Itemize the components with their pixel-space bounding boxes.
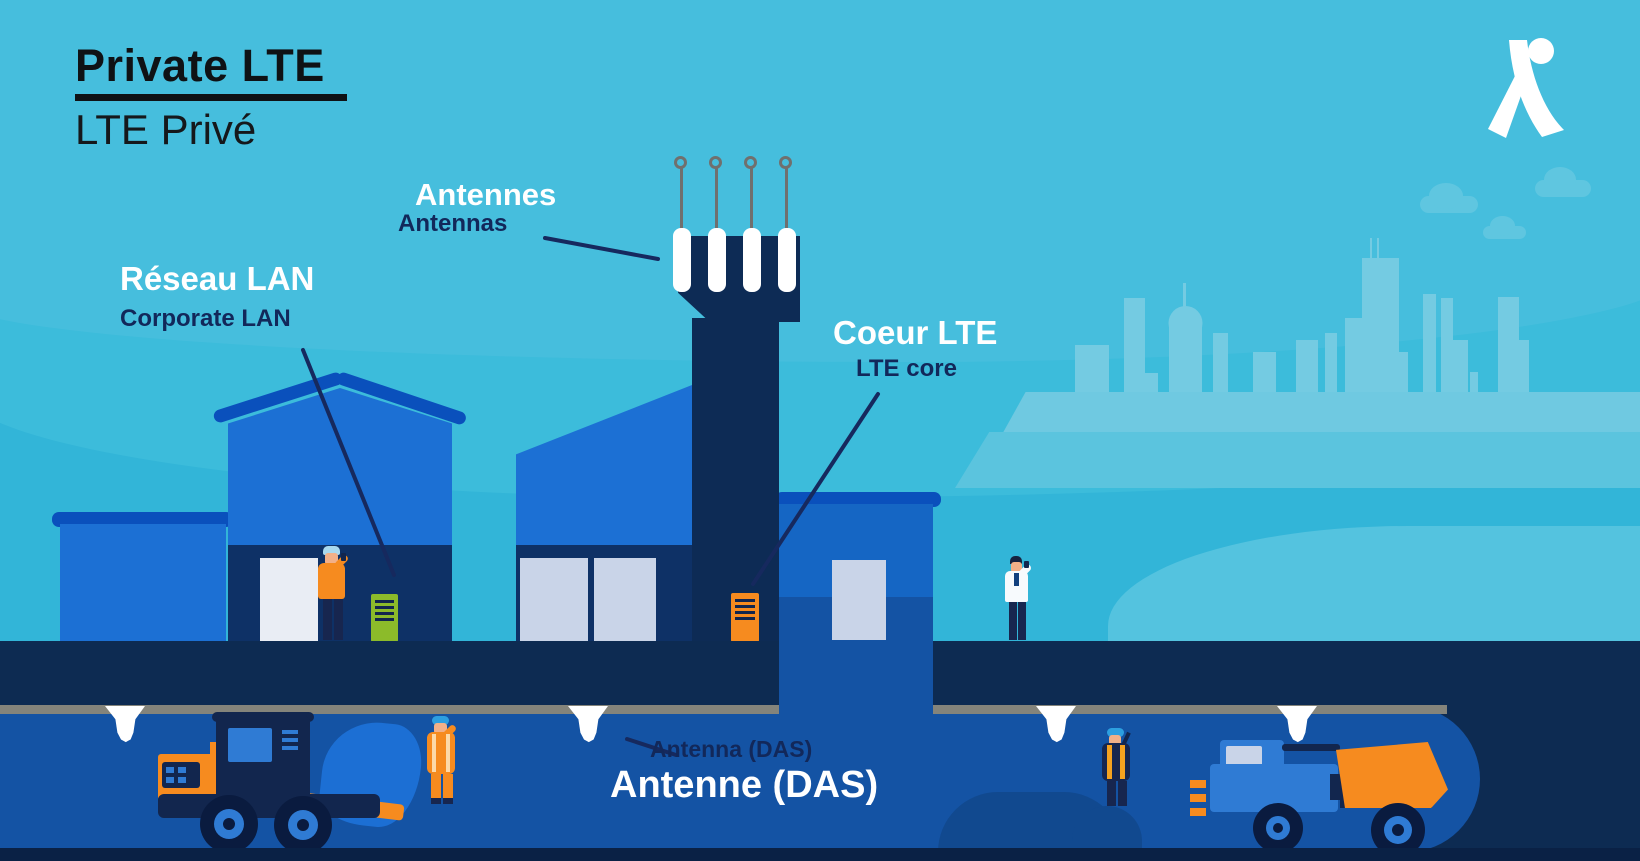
truck-wheel-dot: [1392, 824, 1404, 836]
core-label-fr: Coeur LTE: [833, 314, 998, 351]
antenna-panel-icon: [778, 228, 796, 292]
page-title-fr: LTE Privé: [75, 106, 257, 153]
truck-wheel-dot: [1273, 823, 1283, 833]
worker-boot: [431, 798, 441, 804]
phone-icon: [1024, 561, 1029, 568]
loader-grille-dot: [178, 767, 186, 773]
loader-grille: [162, 762, 200, 788]
sky-ground-wedge: [1108, 526, 1640, 642]
tunnel-ceiling-right: [933, 705, 1447, 714]
mine-loader-vehicle: [152, 706, 426, 854]
antenna-rod-icon: [715, 166, 718, 230]
loader-chassis: [158, 794, 380, 818]
warehouse-building-roof: [52, 512, 233, 527]
truck-ladder-rung: [1190, 794, 1206, 802]
antenna-rod-icon: [785, 166, 788, 230]
lan-label-fr: Réseau LAN: [120, 260, 315, 297]
tunnel-ceiling-left: [0, 705, 779, 714]
office-worker: [997, 556, 1037, 642]
cloud-icon: [1535, 167, 1591, 197]
worker-leg: [431, 774, 441, 798]
title-underline: [75, 94, 347, 101]
loader-grille-dot: [166, 767, 174, 773]
loader-vent: [282, 746, 298, 750]
worker-head: [1109, 735, 1121, 746]
loader-cab-window: [228, 728, 272, 762]
vest-stripe: [432, 734, 436, 772]
city-skyline-silhouette: [1075, 238, 1529, 400]
loader-vent: [282, 738, 298, 742]
antennas-label-fr: Antennes: [415, 177, 557, 212]
worker-torso: [1005, 571, 1028, 602]
worker-head: [434, 723, 447, 734]
vest-stripe: [1120, 745, 1125, 779]
truck-ladder-rung: [1190, 780, 1206, 788]
worker-hair: [1010, 556, 1022, 564]
underground-worker: [1094, 728, 1140, 808]
worker-head: [1011, 562, 1022, 573]
helmet-icon: [432, 716, 449, 725]
core-building-door: [594, 558, 656, 642]
helmet-icon: [1107, 728, 1124, 737]
antennas-label-en: Antennas: [398, 210, 508, 237]
core-building-door: [520, 558, 588, 642]
worker-leg: [1009, 602, 1017, 640]
antenna-panel-icon: [708, 228, 726, 292]
cloud-icon: [1420, 183, 1478, 213]
antenna-ring-icon: [674, 156, 687, 169]
truck-rail: [1282, 744, 1340, 751]
loader-wheel-dot: [223, 818, 235, 830]
antenna-rod-icon: [680, 166, 683, 230]
right-building-window: [832, 560, 886, 640]
truck-dump-bed: [1336, 742, 1448, 808]
antenna-ring-icon: [709, 156, 722, 169]
worker-torso: [318, 563, 345, 599]
lte-core-cabinet-vents: [735, 599, 755, 621]
antenna-panel-icon: [743, 228, 761, 292]
antenna-rod-icon: [750, 166, 753, 230]
truck-cab-window: [1226, 746, 1262, 766]
walking-figure-logo-icon: [1488, 38, 1564, 138]
tie-icon: [1014, 573, 1019, 586]
loader-wheel-dot: [297, 819, 309, 831]
skyline-base-band-2: [955, 432, 1640, 488]
worker-leg: [334, 599, 343, 640]
page-title-en: Private LTE: [75, 40, 325, 91]
lan-label-en: Corporate LAN: [120, 305, 291, 332]
worker-leg: [1107, 781, 1116, 806]
lan-building-door: [260, 558, 318, 642]
lan-cabinet-vents: [375, 600, 394, 621]
worker-leg: [323, 599, 332, 640]
cloud-icon: [1483, 216, 1526, 239]
worker-torso: [427, 732, 455, 774]
phone-icon: [341, 553, 346, 561]
antenna-ring-icon: [744, 156, 757, 169]
worker-torso: [1102, 743, 1130, 781]
truck-ladder-rung: [1190, 808, 1206, 816]
loader-grille-dot: [166, 777, 174, 783]
skyline-base-band-1: [1000, 392, 1640, 438]
vest-stripe: [1107, 745, 1112, 779]
mine-dump-truck: [1190, 718, 1458, 857]
worker-leg: [443, 774, 453, 798]
warehouse-building: [60, 524, 226, 642]
worker-leg: [1018, 602, 1026, 640]
das-label-en: Antenna (DAS): [650, 736, 813, 762]
worker-boot: [443, 798, 453, 804]
das-label-fr: Antenne (DAS): [610, 764, 879, 806]
core-label-en: LTE core: [856, 355, 957, 382]
surface-worker: [312, 546, 356, 642]
loader-vent: [282, 730, 298, 734]
underground-worker: [420, 716, 464, 804]
antenna-panel-icon: [673, 228, 691, 292]
loader-grille-dot: [178, 777, 186, 783]
worker-leg: [1118, 781, 1127, 806]
vest-stripe: [446, 734, 450, 772]
tunnel-floor-strip: [0, 848, 1640, 861]
antenna-ring-icon: [779, 156, 792, 169]
